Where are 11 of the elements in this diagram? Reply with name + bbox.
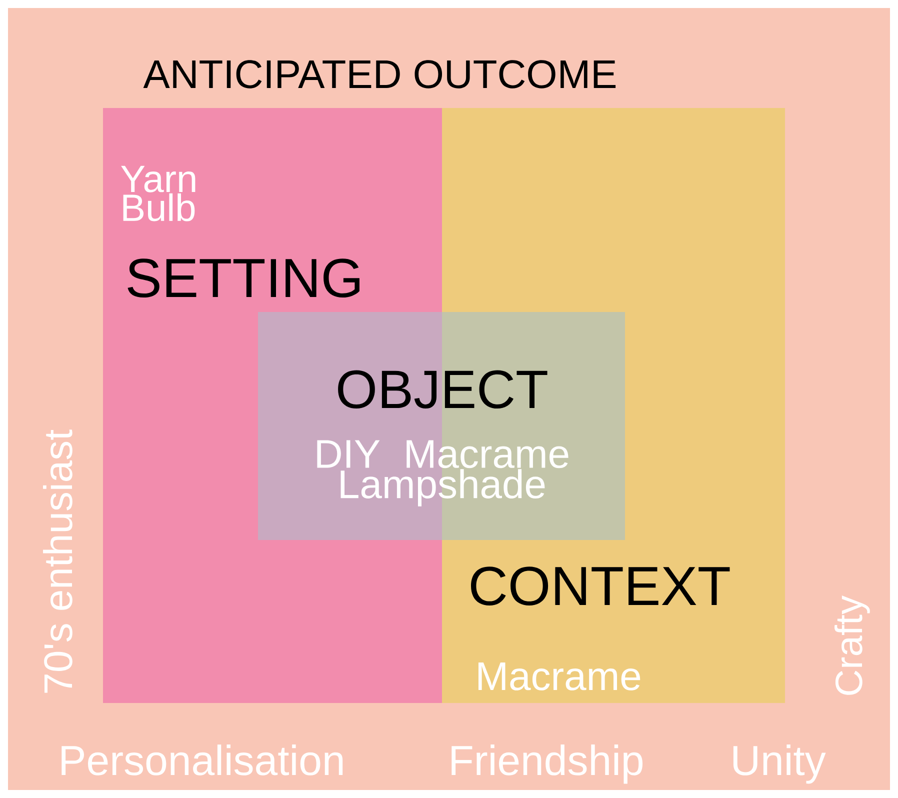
- title: ANTICIPATED OUTCOME: [143, 60, 616, 88]
- axis-label: Unity: [733, 744, 826, 784]
- heading: CONTEXT: [471, 566, 730, 606]
- axis-label: Personalisation: [62, 744, 343, 776]
- setting-note: Macrame: [478, 662, 640, 690]
- object-name: DIY Macrame Lampshade: [317, 440, 568, 506]
- axis-label: Crafty: [834, 596, 870, 695]
- axis-label: Friendship: [452, 744, 642, 784]
- heading: SETTING: [128, 258, 360, 298]
- heading: OBJECT: [338, 370, 548, 409]
- setting-note: Yarn Bulb: [121, 166, 196, 222]
